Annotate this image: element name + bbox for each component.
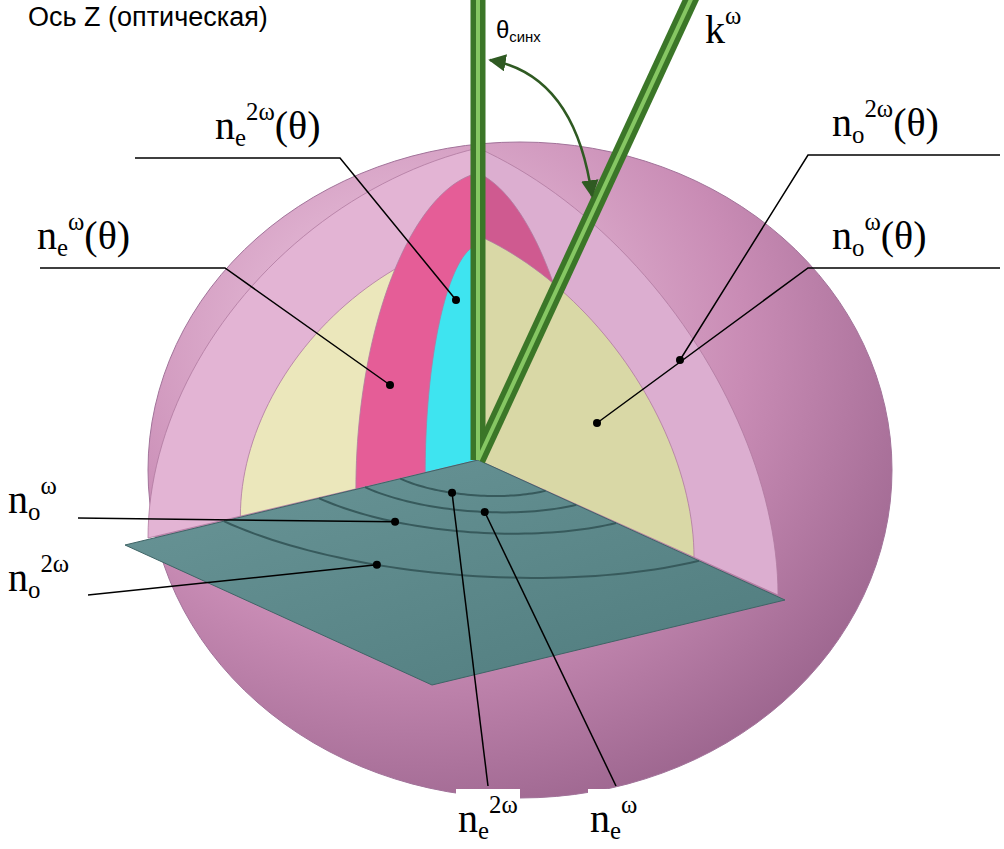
label-part: 2ω (246, 98, 275, 125)
label-part: (θ) (275, 103, 321, 148)
label-part: e (235, 124, 246, 151)
rod-highlight (476, 0, 480, 460)
leader-line (680, 155, 1000, 360)
figure-label: neω (588, 789, 639, 847)
angle-arc (490, 60, 592, 196)
figure-label: no2ω (6, 548, 71, 606)
leader-dot (386, 381, 394, 389)
leader-line (88, 565, 377, 595)
label-part: ω (68, 208, 84, 235)
figure-label: kω (703, 0, 743, 56)
figure-label: ne2ω (456, 789, 520, 847)
leader-line (597, 268, 1000, 423)
leader-dot (676, 356, 684, 364)
leader-line (485, 512, 616, 786)
label-part: o (28, 576, 40, 603)
label-part: e (610, 817, 621, 844)
label-part: ω (725, 2, 741, 29)
label-part: n (8, 555, 28, 600)
equatorial-plane (125, 460, 785, 685)
surface-section (356, 173, 478, 489)
label-part: синх (509, 29, 540, 45)
outer-sphere (148, 142, 892, 798)
figure-label: Ось Z (оптическая) (26, 0, 270, 35)
leader-line (452, 493, 488, 786)
leader-dot (593, 419, 601, 427)
plane-section-arc (400, 479, 545, 496)
leader-dot (481, 508, 489, 516)
label-part: (θ) (84, 213, 130, 258)
axis-rod (471, 0, 486, 460)
axis-rod (478, 0, 693, 460)
figure-label: ne2ω(θ) (213, 96, 323, 154)
label-part: Ось Z (оптическая) (28, 2, 268, 32)
label-part: o (28, 498, 40, 525)
section-plane (125, 460, 785, 685)
leader-line (40, 268, 390, 385)
label-part: n (832, 100, 852, 145)
figure-label: no2ω(θ) (830, 93, 941, 151)
leader-dot (373, 561, 381, 569)
leader-line (135, 158, 456, 300)
label-part: 2ω (40, 550, 69, 577)
label-part: 2ω (489, 791, 518, 818)
label-part: n (37, 213, 57, 258)
label-part: ω (864, 208, 880, 235)
leader-dot (452, 296, 460, 304)
label-part: n (458, 795, 478, 840)
label-part: e (478, 817, 489, 844)
axis-rods (478, 0, 693, 460)
label-part: k (705, 7, 725, 52)
label-part: n (215, 103, 235, 148)
label-part: ω (40, 472, 56, 499)
surface-section (425, 245, 478, 473)
figure-label: noω (6, 470, 59, 528)
label-part: e (57, 234, 68, 261)
label-part: n (832, 213, 852, 258)
leader-lines (40, 155, 1000, 786)
label-part: 2ω (864, 95, 893, 122)
figure-label: neω(θ) (35, 206, 132, 264)
label-part: ω (621, 791, 637, 818)
label-part: θ (496, 16, 509, 43)
sphere-body (148, 142, 892, 798)
label-part: o (852, 121, 864, 148)
leader-dot (391, 518, 399, 526)
rod-highlight (478, 0, 693, 460)
plane-section-arc (319, 498, 616, 533)
leader-line (78, 518, 395, 522)
label-part: (θ) (893, 100, 939, 145)
leader-dot (448, 489, 456, 497)
label-part: o (852, 234, 864, 261)
label-part: (θ) (881, 213, 927, 258)
label-part: n (590, 795, 610, 840)
label-part: n (8, 477, 28, 522)
plane-section-arc (365, 487, 576, 512)
figure-label: noω(θ) (830, 206, 929, 264)
figure-label: θсинх (494, 14, 543, 48)
